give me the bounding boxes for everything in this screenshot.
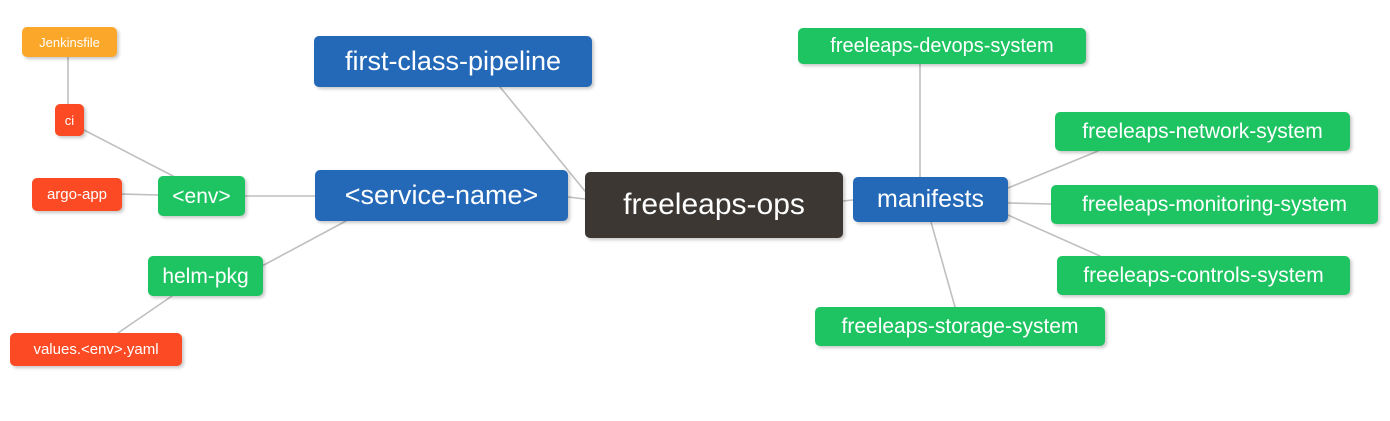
node-freeleaps-controls-system[interactable]: freeleaps-controls-system <box>1057 256 1350 295</box>
node-freeleaps-network-system[interactable]: freeleaps-network-system <box>1055 112 1350 151</box>
edge-env-to-ci <box>83 129 174 177</box>
node-freeleaps-devops-system[interactable]: freeleaps-devops-system <box>798 28 1086 64</box>
edge-freeleaps-ops-to-service-name <box>567 196 586 200</box>
edge-helm-pkg-to-values-yaml <box>117 295 173 334</box>
node-values-yaml[interactable]: values.<env>.yaml <box>10 333 182 366</box>
node-service-name[interactable]: <service-name> <box>315 170 568 221</box>
node-manifests[interactable]: manifests <box>853 177 1008 222</box>
node-argo-app[interactable]: argo-app <box>32 178 122 211</box>
node-helm-pkg[interactable]: helm-pkg <box>148 256 263 296</box>
edge-freeleaps-ops-to-manifests <box>842 199 854 202</box>
node-env[interactable]: <env> <box>158 176 245 216</box>
edge-service-name-to-helm-pkg <box>261 220 347 267</box>
node-jenkinsfile[interactable]: Jenkinsfile <box>22 27 117 57</box>
node-freeleaps-monitoring-system[interactable]: freeleaps-monitoring-system <box>1051 185 1378 224</box>
node-freeleaps-storage-system[interactable]: freeleaps-storage-system <box>815 307 1105 346</box>
node-first-class-pipeline[interactable]: first-class-pipeline <box>314 36 592 87</box>
node-ci[interactable]: ci <box>55 104 84 136</box>
edge-manifests-to-freeleaps-storage-system <box>930 221 956 308</box>
edge-env-to-argo-app <box>121 193 159 196</box>
edge-manifests-to-freeleaps-monitoring-system <box>1007 202 1052 205</box>
edge-manifests-to-freeleaps-network-system <box>1007 150 1099 189</box>
node-freeleaps-ops[interactable]: freeleaps-ops <box>585 172 843 238</box>
